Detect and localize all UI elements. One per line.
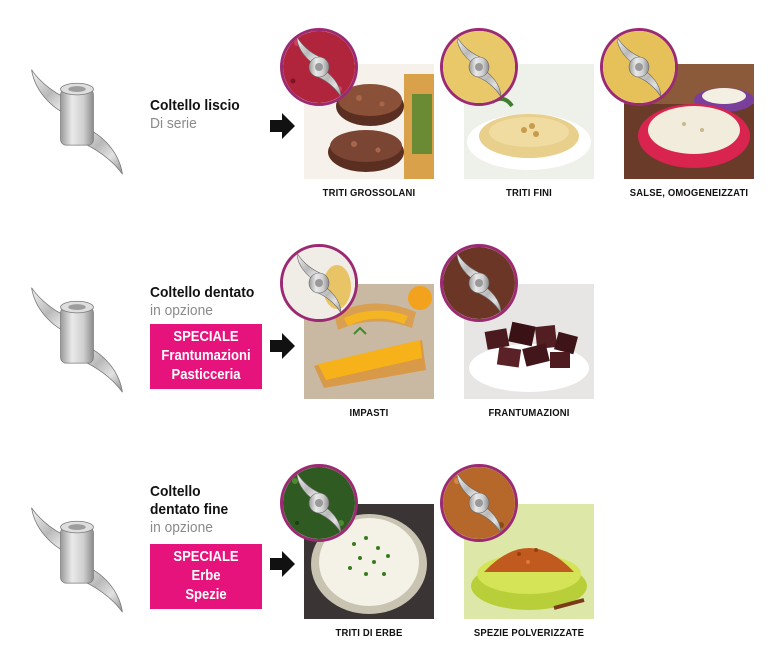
blade-title: dentato fine xyxy=(150,501,229,518)
blade-title-block: Coltello dentato in opzione xyxy=(150,284,263,320)
item-label: SALSE, OMOGENEIZZATI xyxy=(629,187,749,199)
special-line: Frantumazioni xyxy=(161,348,251,364)
blade-detail-disc-sauce xyxy=(600,28,678,106)
blade-title: Coltello liscio xyxy=(150,97,240,114)
row-fine-serrated-blade: Coltello dentato fine in opzione SPECIAL… xyxy=(0,440,782,669)
item-label: SPEZIE POLVERIZZATE xyxy=(473,627,585,639)
row-serrated-blade: Coltello dentato in opzione SPECIALE Fra… xyxy=(0,220,782,430)
food-image-meatballs xyxy=(304,64,434,179)
item-label: IMPASTI xyxy=(349,407,389,419)
special-line: Erbe xyxy=(191,568,221,584)
blade-subtitle: in opzione xyxy=(150,519,213,536)
blade-detail-disc-dough xyxy=(280,244,358,322)
item-label: FRANTUMAZIONI xyxy=(488,407,570,419)
special-line: SPECIALE xyxy=(173,549,239,565)
food-image-tart xyxy=(304,284,434,399)
blade-detail-disc-chocolate xyxy=(440,244,518,322)
row-smooth-blade: Coltello liscio Di serie TRITI GROSSOLAN… xyxy=(0,0,782,210)
blade-title-block: Coltello dentato fine in opzione xyxy=(150,483,235,537)
blade-detail-disc-hummus xyxy=(440,28,518,106)
special-line: SPECIALE xyxy=(173,329,239,345)
fine-serrated-blade-icon xyxy=(31,507,123,613)
item-label: TRITI GROSSOLANI xyxy=(322,187,416,199)
smooth-blade-icon xyxy=(31,69,123,175)
special-badge: SPECIALE Erbe Spezie xyxy=(150,544,262,609)
arrow-right-icon xyxy=(270,333,295,359)
serrated-blade-icon xyxy=(31,287,123,393)
arrow-right-icon xyxy=(270,551,295,577)
blade-detail-disc-meat xyxy=(280,28,358,106)
special-line: Spezie xyxy=(185,587,227,603)
blade-title: Coltello xyxy=(150,483,201,500)
blade-detail-disc-herbs xyxy=(280,464,358,542)
blade-detail-disc-spices xyxy=(440,464,518,542)
special-line: Pasticceria xyxy=(171,367,241,383)
blade-title-block: Coltello liscio Di serie xyxy=(150,97,248,133)
item-label: TRITI FINI xyxy=(506,187,552,199)
arrow-right-icon xyxy=(270,113,295,139)
blade-subtitle: Di serie xyxy=(150,115,197,132)
blade-title: Coltello dentato xyxy=(150,284,255,301)
blade-subtitle: in opzione xyxy=(150,302,213,319)
special-badge: SPECIALE Frantumazioni Pasticceria xyxy=(150,324,262,389)
item-label: TRITI DI ERBE xyxy=(335,627,403,639)
